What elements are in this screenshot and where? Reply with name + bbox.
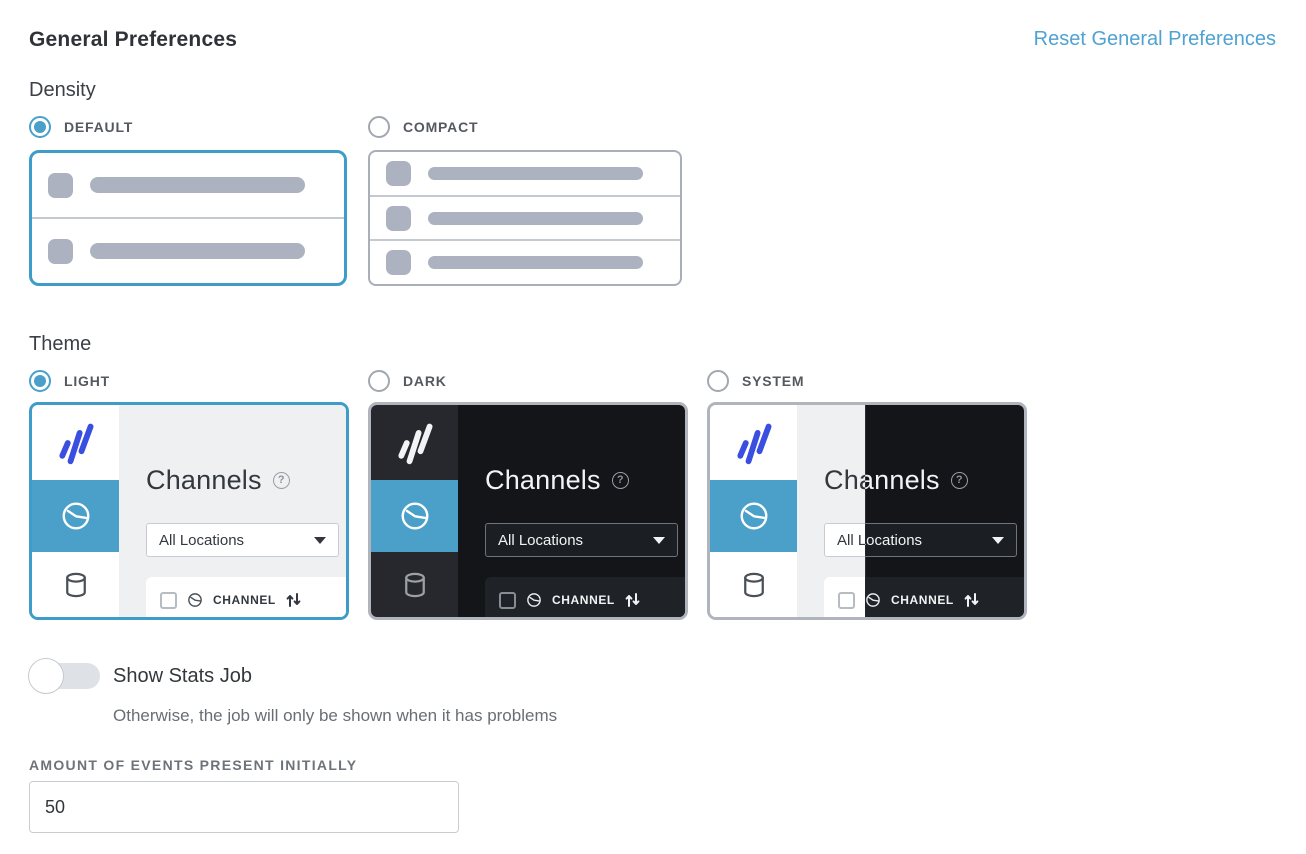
theme-preview-system[interactable]: Channels ? All Locations CHANNEL	[707, 402, 1027, 620]
chevron-down-icon	[314, 536, 326, 544]
theme-preview-light[interactable]: Channels ? All Locations CHANNEL	[29, 402, 349, 620]
mini-sidebar	[710, 405, 797, 617]
radio-system-label[interactable]: SYSTEM	[742, 373, 805, 389]
help-icon: ?	[611, 471, 629, 489]
general-preferences-page: General Preferences Reset General Prefer…	[28, 28, 1276, 833]
locations-dropdown: All Locations	[146, 523, 339, 557]
preview-list-row	[32, 217, 344, 283]
mini-main-area: Channels ? All Locations CHANNEL	[824, 405, 1024, 617]
toggle-knob[interactable]	[28, 658, 64, 694]
row-avatar-placeholder	[386, 160, 411, 186]
radio-system[interactable]	[707, 370, 729, 392]
preview-list-row	[370, 239, 680, 284]
page-title: General Preferences	[29, 28, 238, 51]
radio-light-label[interactable]: LIGHT	[64, 373, 110, 389]
chevron-down-icon	[653, 536, 665, 544]
mini-main-area: Channels ? All Locations CHANNEL	[458, 405, 685, 617]
density-radio-group: DEFAULT COMPACT	[29, 116, 1276, 138]
radio-default[interactable]	[29, 116, 51, 138]
show-stats-job-label: Show Stats Job	[113, 664, 252, 687]
density-section-label: Density	[29, 79, 96, 101]
locations-dropdown: All Locations	[865, 523, 1017, 557]
select-all-checkbox	[160, 591, 177, 609]
column-header-channel: CHANNEL	[891, 593, 954, 607]
sidebar-channels-icon	[32, 480, 119, 552]
mini-page-heading: Channels	[146, 465, 262, 495]
mini-sidebar	[32, 405, 119, 617]
radio-dark-label[interactable]: DARK	[403, 373, 447, 389]
radio-dark[interactable]	[368, 370, 390, 392]
sidebar-database-icon	[32, 552, 119, 617]
radio-compact[interactable]	[368, 116, 390, 138]
preview-list-row	[370, 152, 680, 195]
show-stats-job-toggle[interactable]	[28, 658, 100, 694]
row-avatar-placeholder	[386, 250, 411, 276]
theme-option-dark[interactable]: DARK	[368, 370, 688, 392]
row-avatar-placeholder	[386, 205, 411, 231]
density-option-default[interactable]: DEFAULT	[29, 116, 347, 138]
mini-table-header: CHANNEL	[485, 577, 685, 617]
theme-section-label: Theme	[29, 333, 92, 355]
mini-sidebar	[371, 405, 458, 617]
preview-list-row	[370, 194, 680, 240]
row-text-placeholder	[428, 166, 643, 180]
density-preview-default[interactable]	[29, 150, 347, 286]
row-text-placeholder	[90, 243, 305, 259]
radio-compact-label[interactable]: COMPACT	[403, 119, 479, 135]
app-logo-icon	[371, 405, 458, 480]
sidebar-channels-icon	[371, 480, 458, 552]
density-previews	[29, 150, 1276, 286]
events-amount-label: AMOUNT OF EVENTS PRESENT INITIALLY	[29, 757, 358, 773]
row-text-placeholder	[428, 211, 643, 225]
app-logo-icon	[710, 405, 797, 480]
sort-icon	[625, 593, 640, 607]
theme-option-light[interactable]: LIGHT	[29, 370, 349, 392]
channel-icon	[527, 593, 541, 607]
mini-app-dark-half: Channels ? All Locations CHANNEL	[824, 405, 1024, 617]
select-all-checkbox	[838, 591, 855, 609]
reset-general-preferences-link[interactable]: Reset General Preferences	[1033, 28, 1276, 50]
sidebar-database-icon	[710, 552, 797, 617]
mini-app-dark: Channels ? All Locations CHANNEL	[371, 405, 685, 617]
theme-previews: Channels ? All Locations CHANNEL	[29, 402, 1276, 620]
mini-main-area: Channels ? All Locations CHANNEL	[119, 405, 346, 617]
mini-app-light: Channels ? All Locations CHANNEL	[32, 405, 346, 617]
row-avatar-placeholder	[48, 172, 73, 198]
events-amount-input[interactable]	[29, 781, 459, 833]
chevron-down-icon	[992, 536, 1004, 544]
app-logo-icon	[32, 405, 119, 480]
mini-page-heading: Channels	[824, 465, 940, 495]
row-text-placeholder	[90, 177, 305, 193]
row-text-placeholder	[428, 256, 643, 270]
sort-icon	[964, 593, 979, 607]
channel-icon	[866, 593, 880, 607]
mini-table-header: CHANNEL	[146, 577, 346, 617]
column-header-channel: CHANNEL	[552, 593, 615, 607]
select-all-checkbox	[499, 591, 516, 609]
sidebar-channels-icon	[710, 480, 797, 552]
theme-option-system[interactable]: SYSTEM	[707, 370, 1027, 392]
sort-icon	[286, 593, 301, 607]
radio-default-label[interactable]: DEFAULT	[64, 119, 134, 135]
density-option-compact[interactable]: COMPACT	[368, 116, 682, 138]
mini-page-heading: Channels	[485, 465, 601, 495]
mini-table-header: CHANNEL	[865, 577, 1024, 617]
row-avatar-placeholder	[48, 238, 73, 264]
radio-light[interactable]	[29, 370, 51, 392]
page-header: General Preferences Reset General Prefer…	[29, 28, 1276, 52]
locations-dropdown: All Locations	[485, 523, 678, 557]
theme-preview-dark[interactable]: Channels ? All Locations CHANNEL	[368, 402, 688, 620]
show-stats-job-row: Show Stats Job	[28, 658, 1276, 694]
sidebar-database-icon	[371, 552, 458, 617]
show-stats-job-description: Otherwise, the job will only be shown wh…	[113, 706, 558, 725]
preview-list-row	[32, 153, 344, 217]
channel-icon	[188, 593, 202, 607]
help-icon: ?	[272, 471, 290, 489]
column-header-channel: CHANNEL	[213, 593, 276, 607]
help-icon: ?	[950, 471, 968, 489]
density-preview-compact[interactable]	[368, 150, 682, 286]
theme-radio-group: LIGHT DARK SYSTEM	[29, 370, 1276, 392]
